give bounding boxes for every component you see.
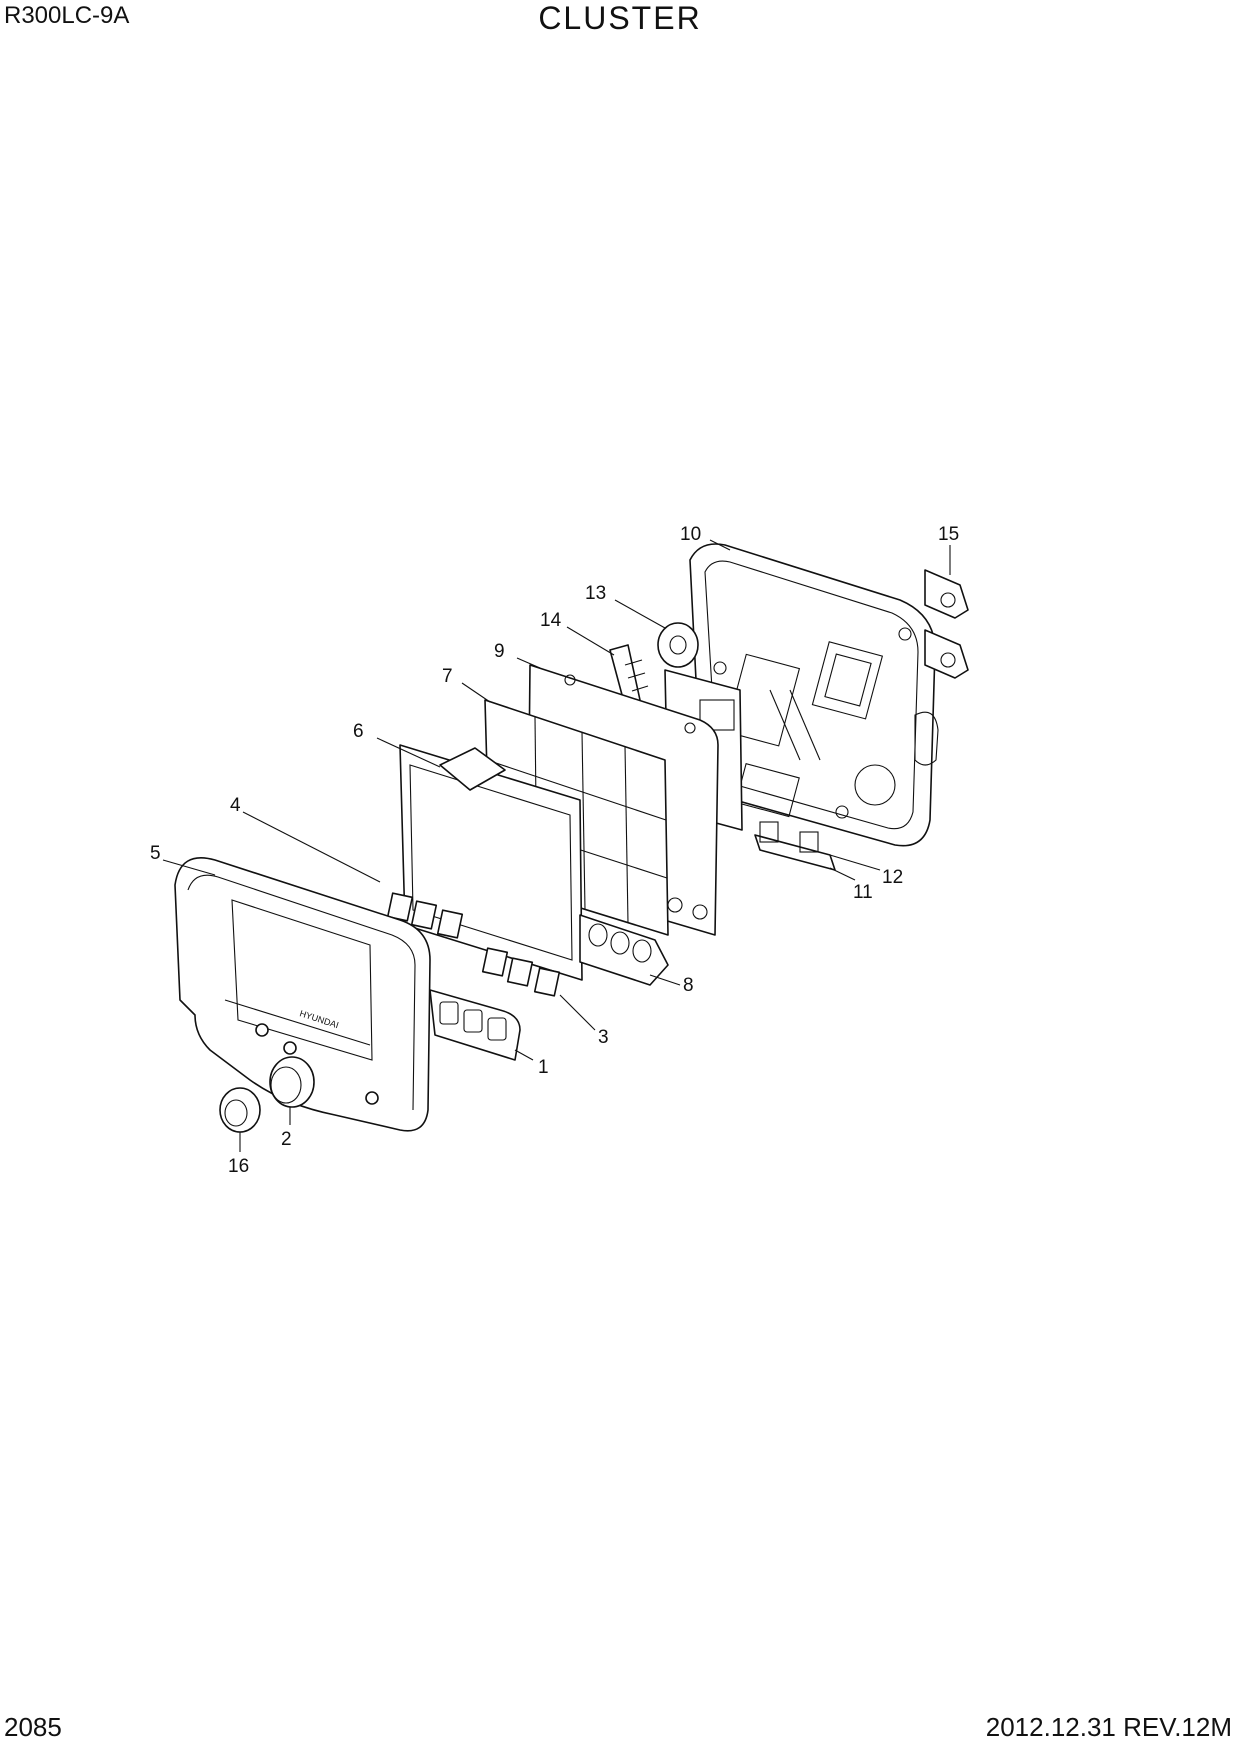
part-13-seal [657,622,699,668]
part-5-front-bezel: HYUNDAI [174,857,431,1132]
callout-14: 14 [540,610,562,631]
part-11-bracket [754,821,836,871]
callout-2: 2 [281,1129,292,1150]
callout-4: 4 [230,795,241,816]
callouts: 10 15 13 14 9 7 6 4 5 12 11 8 3 1 2 16 [150,524,959,1177]
callout-16: 16 [228,1156,249,1177]
page-number: 2085 [4,1712,62,1742]
callout-5: 5 [150,843,161,864]
callout-8: 8 [683,975,694,996]
callout-6: 6 [353,721,364,742]
page-title: CLUSTER [538,0,702,36]
callout-3: 3 [598,1027,609,1048]
part-15-clips [924,569,969,679]
callout-1: 1 [538,1057,549,1078]
callout-9: 9 [494,641,505,662]
callout-11: 11 [853,882,873,903]
model-code: R300LC-9A [4,2,130,29]
callout-12: 12 [882,867,903,888]
callout-15: 15 [938,524,959,545]
part-8-rubber-pad [579,914,669,986]
part-16-small-knob [219,1087,261,1133]
revision-date: 2012.12.31 REV.12M [985,1712,1232,1742]
callout-13: 13 [585,583,606,604]
callout-7: 7 [442,666,453,687]
part-2-knob [269,1056,315,1108]
callout-10: 10 [680,524,701,545]
leader-lines [162,539,951,1152]
part-3-switches [386,892,561,997]
part-1-key-panel [429,989,521,1061]
